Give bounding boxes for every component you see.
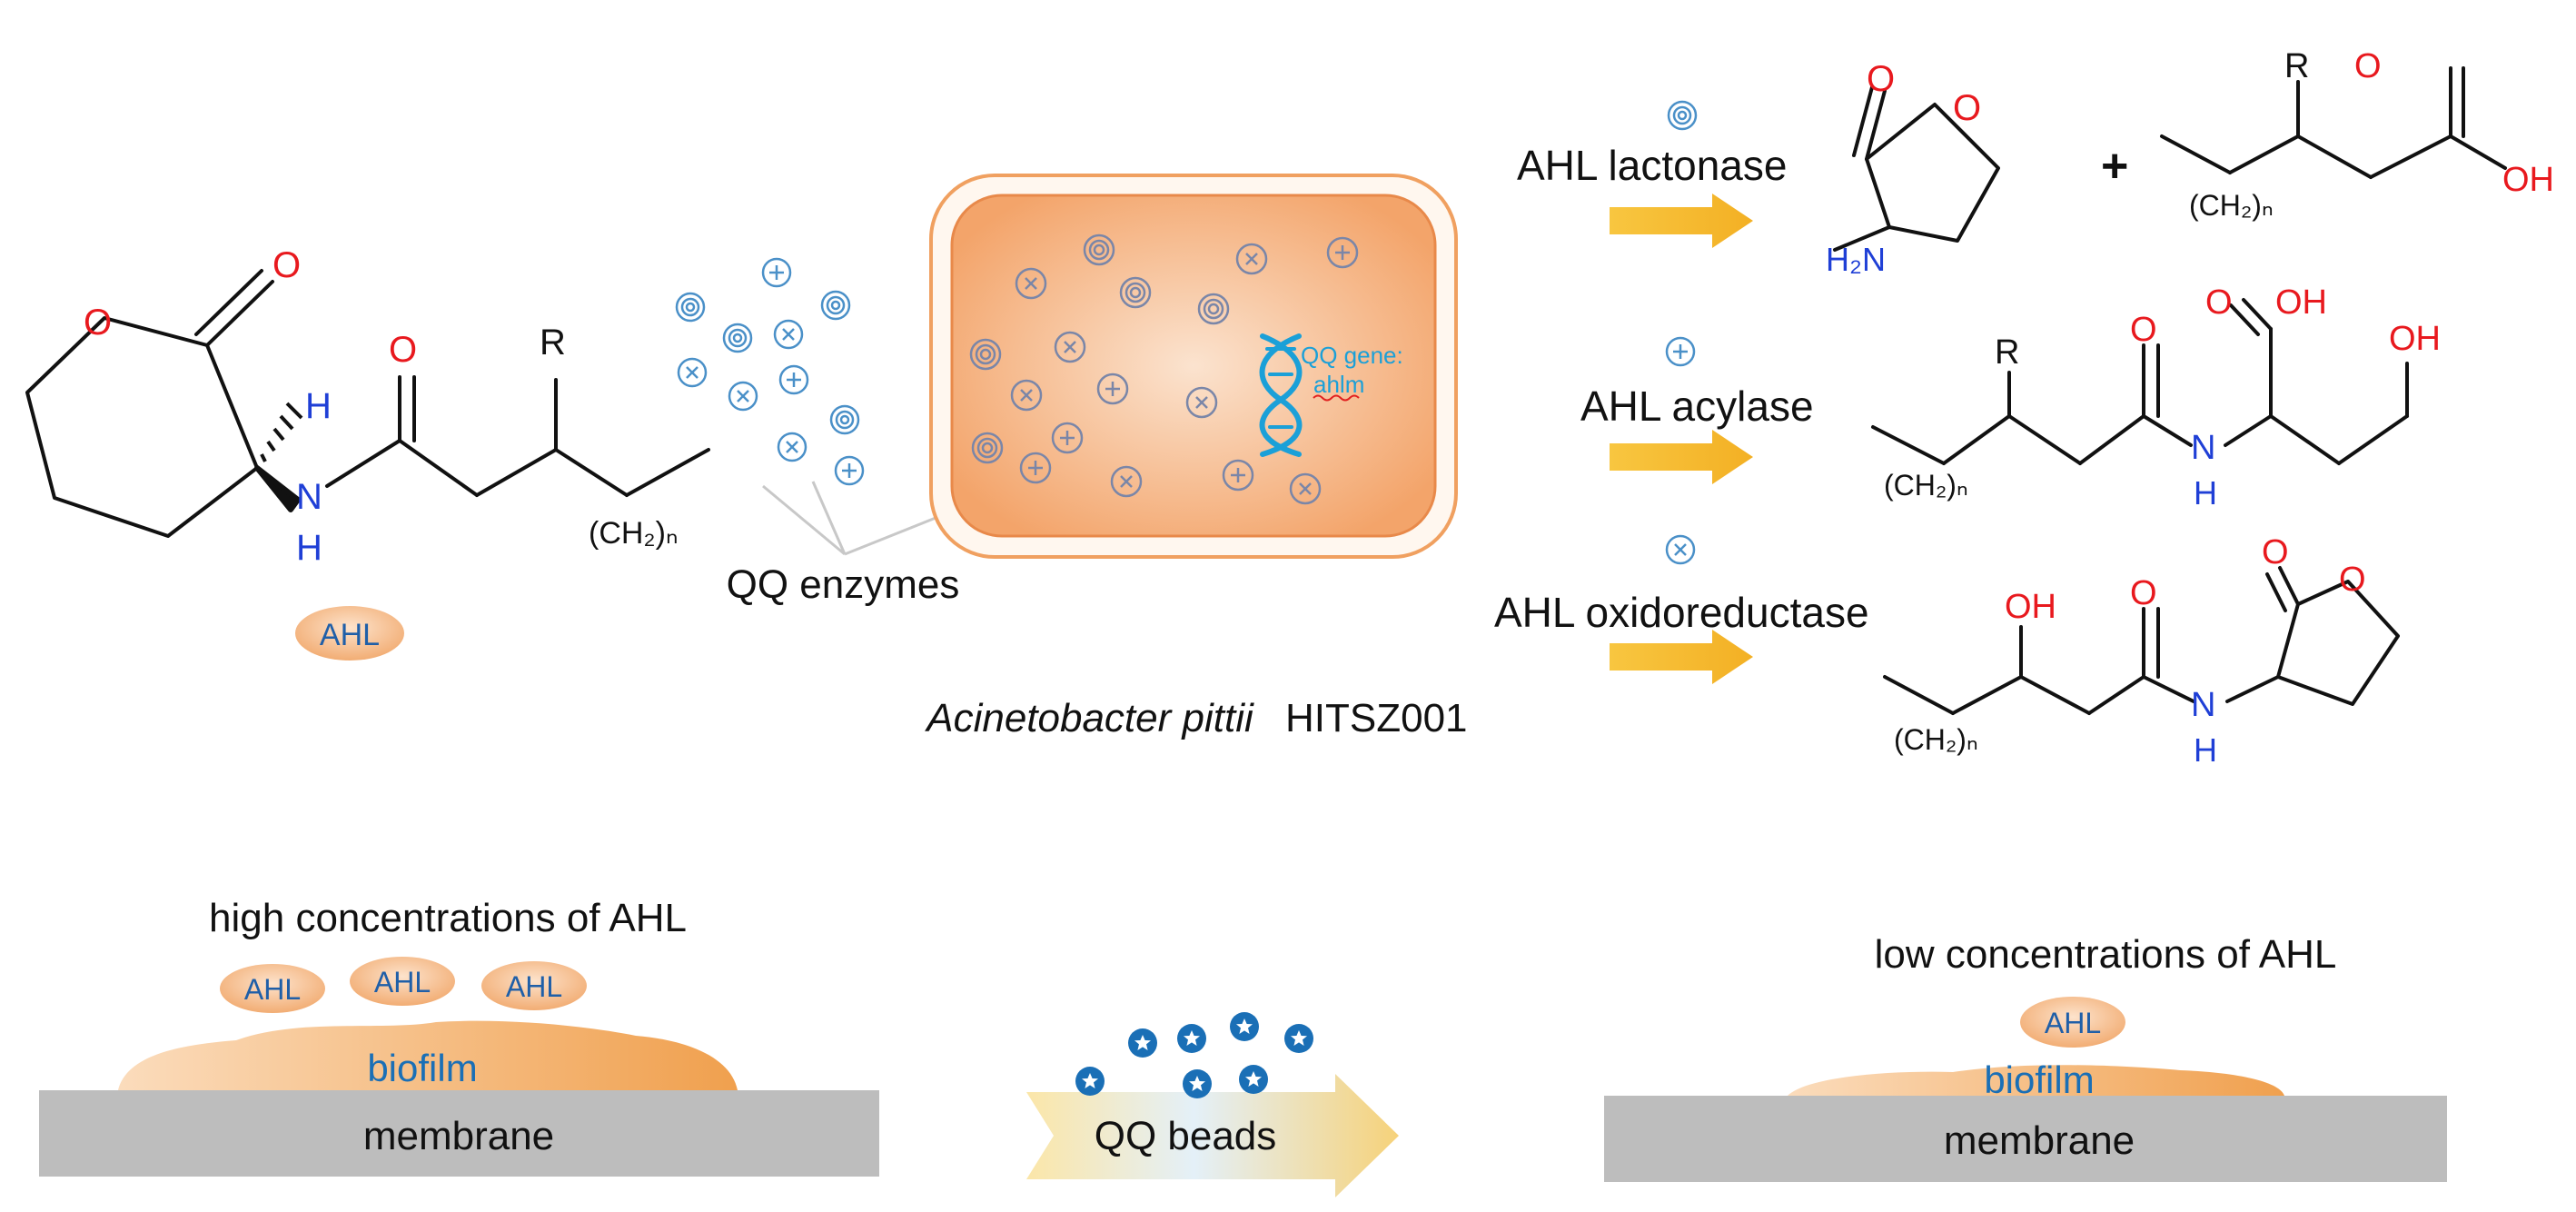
oxidoreductase-arrow	[1610, 630, 1753, 684]
acylase-arrow	[1610, 430, 1753, 484]
qq-enzymes-label: QQ enzymes	[727, 562, 960, 607]
svg-text:biofilm: biofilm	[367, 1047, 477, 1089]
product-lactonase-acid: R O OH (CH₂)ₙ	[2160, 47, 2554, 222]
svg-text:O: O	[2130, 311, 2157, 349]
atom-ch2n: (CH₂)ₙ	[589, 516, 679, 551]
qq-beads-arrow: QQ beads	[1026, 1074, 1399, 1197]
svg-text:AHL: AHL	[374, 966, 431, 998]
product-acylase: R O N H O OH OH (CH₂)ₙ	[1871, 283, 2441, 512]
product-oxidoreductase: OH O N H O O (CH₂)ₙ	[1883, 533, 2400, 769]
atom-ring-oxygen: O	[84, 303, 112, 343]
low-concentration-label: low concentrations of AHL	[1875, 932, 2337, 977]
product-lactonase-amine: O O H₂N	[1826, 59, 2000, 278]
svg-text:R: R	[1995, 333, 2019, 372]
svg-text:membrane: membrane	[1944, 1118, 2135, 1163]
atom-amide-n: N	[296, 477, 322, 517]
svg-text:OH: OH	[2389, 320, 2441, 358]
svg-text:O: O	[2339, 561, 2366, 599]
svg-text:H: H	[2194, 474, 2217, 512]
lactonase-arrow	[1610, 194, 1753, 248]
organism-strain: HITSZ001	[1285, 696, 1468, 740]
svg-text:OH: OH	[2275, 283, 2327, 322]
svg-text:OH: OH	[2502, 161, 2554, 199]
qq-beads-cluster	[1075, 1012, 1313, 1098]
bacterial-cell: QQ gene: ahlm	[929, 174, 1458, 559]
ahl-high-1: AHL	[220, 964, 325, 1013]
ahl-low: AHL	[2020, 997, 2125, 1048]
svg-text:biofilm: biofilm	[1984, 1058, 2094, 1101]
svg-text:R: R	[2284, 47, 2309, 85]
svg-text:(CH₂)ₙ: (CH₂)ₙ	[1894, 723, 1978, 756]
svg-text:OH: OH	[2005, 588, 2056, 626]
atom-stereo-h: H	[305, 386, 332, 426]
svg-text:H: H	[2194, 731, 2217, 769]
svg-text:O: O	[1953, 88, 1981, 128]
ahl-molecule: O O H N H O R (CH₂)ₙ	[25, 245, 710, 568]
high-concentration-label: high concentrations of AHL	[209, 896, 687, 940]
atom-amide-h: H	[296, 528, 322, 568]
svg-text:N: N	[2191, 686, 2215, 724]
biofilm-high: biofilm	[118, 1020, 738, 1090]
lactonase-enzyme-icon	[1667, 100, 1698, 131]
qq-enzyme-pointers	[762, 481, 959, 556]
atom-r-group: R	[540, 323, 566, 363]
svg-text:(CH₂)ₙ: (CH₂)ₙ	[2189, 189, 2274, 222]
atom-carbonyl-oxygen: O	[272, 245, 301, 285]
dna-icon	[1259, 333, 1303, 457]
svg-text:membrane: membrane	[363, 1114, 554, 1158]
acylase-enzyme-icon	[1665, 336, 1696, 367]
atom-amide-oxygen: O	[389, 330, 417, 370]
oxidoreductase-label: AHL oxidoreductase	[1494, 589, 1869, 636]
ahl-badge: AHL	[295, 606, 404, 661]
svg-text:AHL: AHL	[320, 618, 380, 652]
ahl-high-2: AHL	[350, 957, 455, 1006]
acylase-label: AHL acylase	[1580, 382, 1814, 430]
organism-name: Acinetobacter pittii	[924, 696, 1254, 740]
svg-text:N: N	[2191, 429, 2215, 467]
qq-gene-label: QQ gene:	[1301, 342, 1403, 369]
svg-text:H₂N: H₂N	[1826, 241, 1886, 278]
qq-beads-label: QQ beads	[1095, 1114, 1277, 1158]
svg-text:AHL: AHL	[2045, 1007, 2101, 1039]
svg-text:O: O	[1867, 59, 1895, 99]
membrane-left: membrane	[39, 1090, 879, 1177]
ahl-high-3: AHL	[481, 961, 587, 1010]
svg-text:O: O	[2130, 574, 2157, 612]
svg-text:AHL: AHL	[506, 970, 562, 1003]
membrane-right: membrane	[1604, 1096, 2447, 1182]
svg-text:(CH₂)ₙ: (CH₂)ₙ	[1884, 469, 1968, 502]
lactonase-label: AHL lactonase	[1517, 142, 1787, 189]
plus-sign: +	[2101, 140, 2128, 193]
svg-text:AHL: AHL	[244, 973, 301, 1006]
qq-gene-name: ahlm	[1313, 371, 1364, 398]
svg-text:O: O	[2205, 283, 2233, 322]
oxidoreductase-enzyme-icon	[1665, 534, 1696, 565]
biofilm-low: biofilm	[1788, 1058, 2284, 1101]
svg-text:O: O	[2354, 47, 2382, 85]
svg-text:O: O	[2262, 533, 2289, 571]
